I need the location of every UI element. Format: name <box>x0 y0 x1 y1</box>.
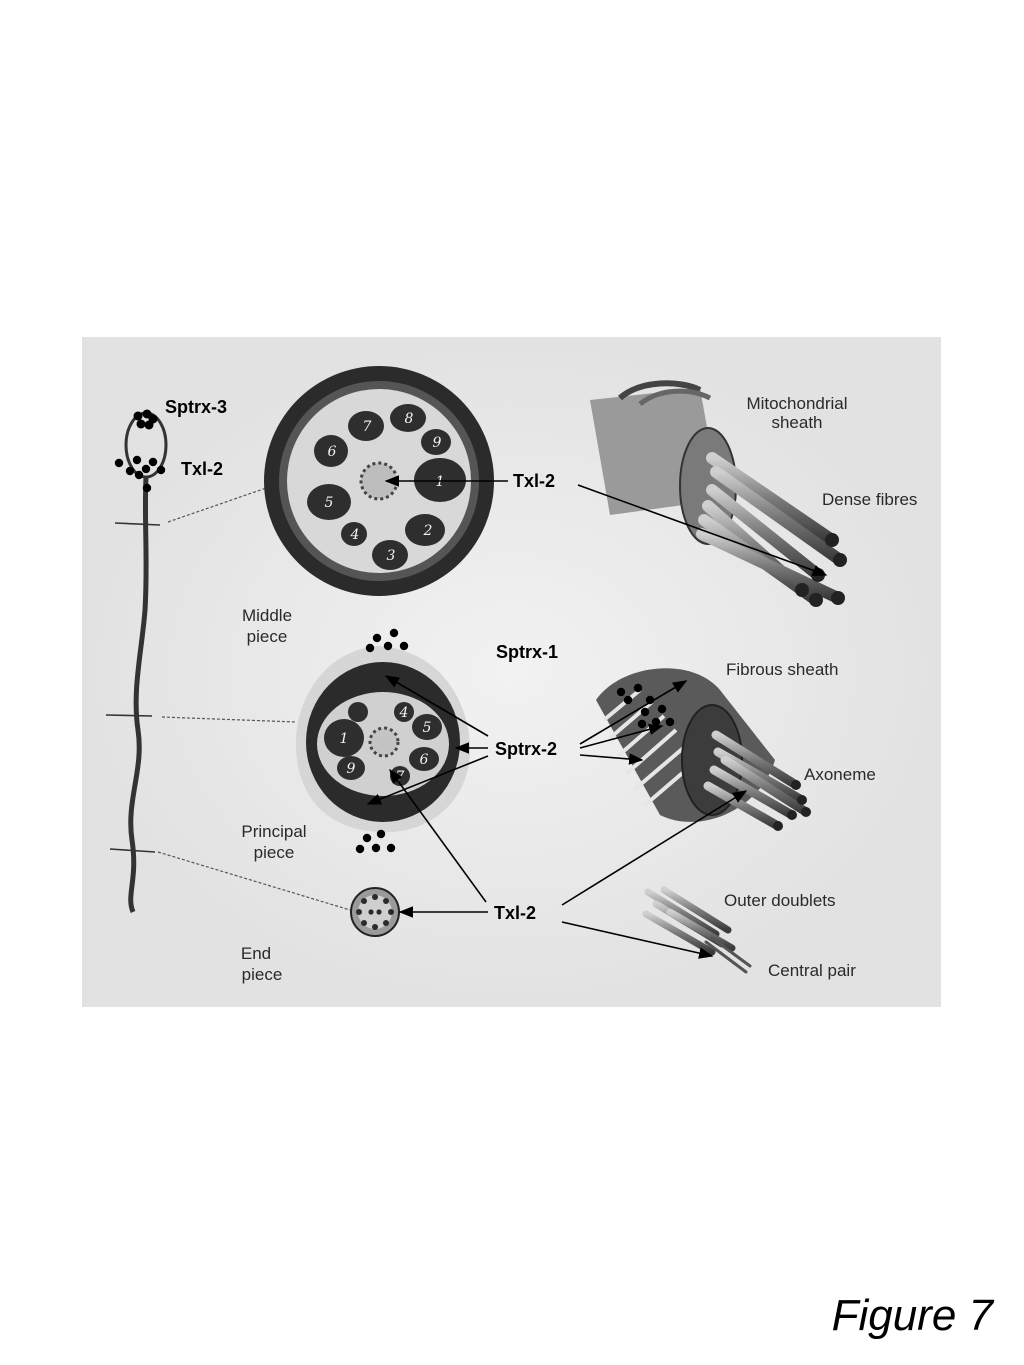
annot-sptrx2: Sptrx-2 <box>495 739 557 759</box>
svg-text:1: 1 <box>340 731 349 747</box>
sptrx1-dots-top <box>365 628 409 653</box>
label-outer-doublets: Outer doublets <box>724 891 836 910</box>
label-fibrous-sheath: Fibrous sheath <box>726 660 838 679</box>
label-middle: Middle <box>242 606 292 625</box>
svg-text:3: 3 <box>387 548 396 564</box>
svg-text:4: 4 <box>399 705 409 721</box>
figure-caption: Figure 7 <box>832 1291 995 1340</box>
svg-text:2: 2 <box>423 523 433 539</box>
svg-text:7: 7 <box>363 419 372 435</box>
label-axoneme: Axoneme <box>804 765 876 784</box>
sptrx1-dots-bottom <box>355 829 396 854</box>
sptrx3-dots <box>133 409 158 430</box>
end-piece-section <box>350 887 400 937</box>
protein-annotations: Sptrx-3 Txl-2 Txl-2 Sptrx-1 Sptrx-2 Txl-… <box>165 397 558 923</box>
label-end: End <box>241 944 271 963</box>
svg-text:9: 9 <box>347 761 356 777</box>
svg-text:8: 8 <box>405 411 414 427</box>
svg-text:5: 5 <box>423 720 432 736</box>
txl2-head-dots <box>114 455 166 493</box>
svg-text:9: 9 <box>433 435 442 451</box>
middle-piece-fibre-numbers: 1 2 3 4 5 6 7 8 9 <box>325 411 445 564</box>
diagram-plate <box>82 337 941 1007</box>
annot-txl2-middle: Txl-2 <box>513 471 555 491</box>
fibrous-sheath-drawing <box>596 668 811 831</box>
annot-txl2-head: Txl-2 <box>181 459 223 479</box>
label-end-piece: piece <box>242 965 283 984</box>
svg-text:5: 5 <box>325 495 334 511</box>
plate-labels: Mitochondrial sheath Dense fibres Middle… <box>241 394 918 984</box>
svg-text:6: 6 <box>420 752 429 768</box>
svg-text:6: 6 <box>328 444 337 460</box>
annotation-arrows <box>366 475 828 959</box>
label-middle-piece: piece <box>247 627 288 646</box>
label-principal-piece: piece <box>254 843 295 862</box>
middle-piece-section <box>264 366 494 596</box>
label-dense-fibres: Dense fibres <box>822 490 917 509</box>
outer-doublets-drawing <box>642 886 752 974</box>
annot-sptrx1: Sptrx-1 <box>496 642 558 662</box>
label-central-pair: Central pair <box>768 961 856 980</box>
label-mitochondrial: Mitochondrial <box>746 394 847 413</box>
svg-text:1: 1 <box>436 474 445 490</box>
label-sheath: sheath <box>771 413 822 432</box>
leader-lines <box>157 485 351 911</box>
svg-text:4: 4 <box>350 527 360 543</box>
label-principal: Principal <box>241 822 306 841</box>
annot-txl2-lower: Txl-2 <box>494 903 536 923</box>
annot-sptrx3: Sptrx-3 <box>165 397 227 417</box>
